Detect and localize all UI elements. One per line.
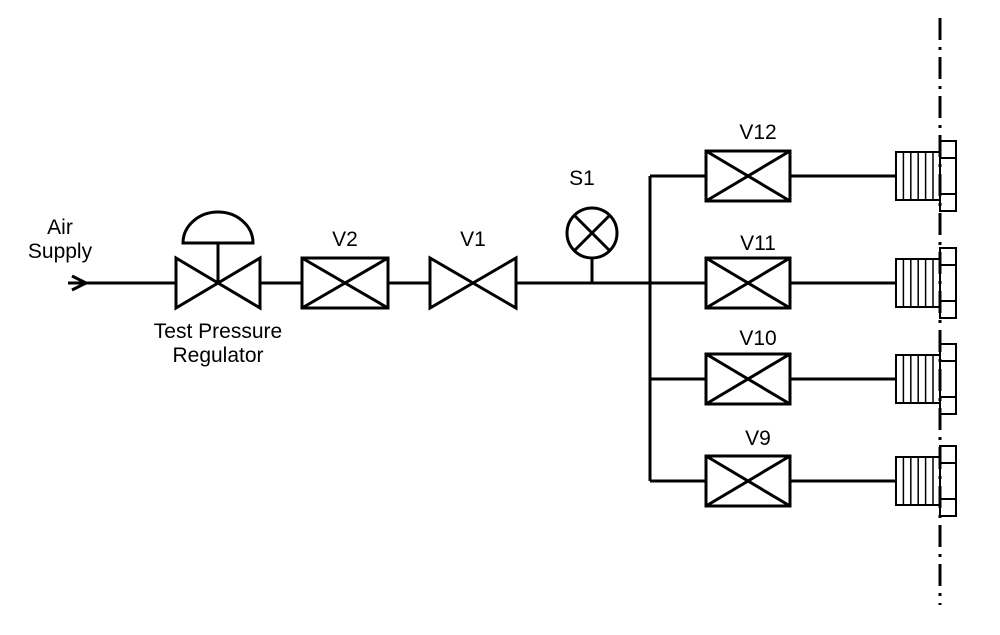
v10-label: V10	[739, 327, 777, 350]
connector-fitting	[895, 343, 957, 415]
v12-label: V12	[739, 121, 777, 144]
branch-v9	[650, 454, 896, 508]
air-supply-label-line2: Supply	[27, 240, 93, 263]
connector-fitting	[895, 247, 957, 319]
connector-fitting	[895, 445, 957, 517]
connector-fittings	[895, 140, 957, 517]
air-supply-label: Air Supply	[22, 216, 98, 264]
regulator-label-line1: Test Pressure	[153, 320, 283, 343]
s1-sensor-symbol	[565, 206, 619, 283]
regulator-label-line2: Regulator	[172, 344, 264, 367]
v1-label: V1	[460, 228, 486, 251]
v2-label: V2	[332, 228, 358, 251]
v2-valve-symbol	[300, 256, 390, 310]
air-supply-label-line1: Air	[47, 216, 73, 239]
branch-v12	[650, 149, 896, 203]
branch-v10	[650, 352, 896, 406]
branch-v11	[704, 256, 896, 310]
air-supply-arrow	[68, 274, 176, 292]
regulator-label: Test Pressure Regulator	[128, 320, 308, 368]
v9-label: V9	[745, 427, 771, 450]
connector-fitting	[895, 140, 957, 212]
v11-label: V11	[740, 232, 776, 255]
s1-label: S1	[569, 167, 595, 190]
pressure-regulator-symbol	[174, 210, 262, 311]
v1-valve-symbol	[428, 255, 518, 311]
